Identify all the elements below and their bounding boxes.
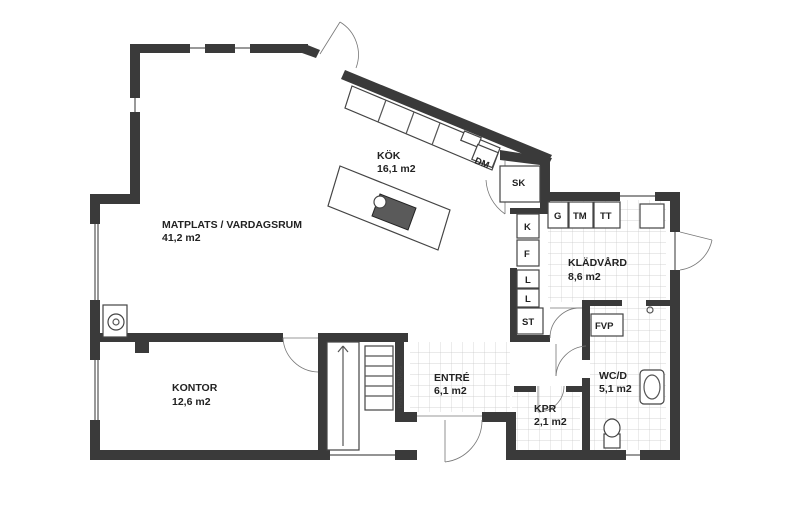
fixture-label-g: G <box>554 211 561 222</box>
bathroom-fixtures <box>603 306 665 449</box>
room-name-entre: ENTRÉ <box>434 371 470 384</box>
doors <box>282 21 713 463</box>
room-area-kontor: 12,6 m2 <box>172 396 211 408</box>
room-name-wcd: WC/D <box>599 370 627 382</box>
stove-fireplace <box>102 304 128 338</box>
room-area-kok: 16,1 m2 <box>377 163 416 175</box>
fixture-label-l1: L <box>525 275 531 286</box>
fixture-label-l2: L <box>525 294 531 305</box>
room-area-wcd: 5,1 m2 <box>599 383 632 395</box>
fixture-label-f: F <box>524 249 530 260</box>
room-area-entre: 6,1 m2 <box>434 385 467 397</box>
fixture-label-dm: DM <box>473 156 491 172</box>
kitchen-counter <box>344 85 501 171</box>
room-name-kpr: KPR <box>534 403 557 415</box>
stair <box>326 341 394 451</box>
room-area-kladvard: 8,6 m2 <box>568 271 601 283</box>
room-name-kladvard: KLÄDVÅRD <box>568 256 627 269</box>
stair-wall-note: HALVHÖJD VÄGG <box>397 366 404 408</box>
storage-cabinets <box>499 165 544 335</box>
fixture-label-tt: TT <box>600 211 612 222</box>
room-area-kpr: 2,1 m2 <box>534 416 567 428</box>
windows <box>94 47 676 456</box>
room-area-matplats: 41,2 m2 <box>162 232 201 244</box>
fixture-label-k: K <box>524 222 531 233</box>
fixture-label-fvp: FVP <box>595 321 614 332</box>
fixture-label-sk: SK <box>512 178 525 189</box>
room-name-kontor: KONTOR <box>172 382 218 394</box>
room-name-kok: KÖK <box>377 149 401 162</box>
walls <box>90 44 680 460</box>
room-name-matplats: MATPLATS / VARDAGSRUM <box>162 219 302 231</box>
kitchen-island <box>327 165 451 251</box>
laundry-appliances <box>547 201 665 337</box>
fixture-label-tm: TM <box>573 211 587 222</box>
fixture-label-st: ST <box>522 317 534 328</box>
